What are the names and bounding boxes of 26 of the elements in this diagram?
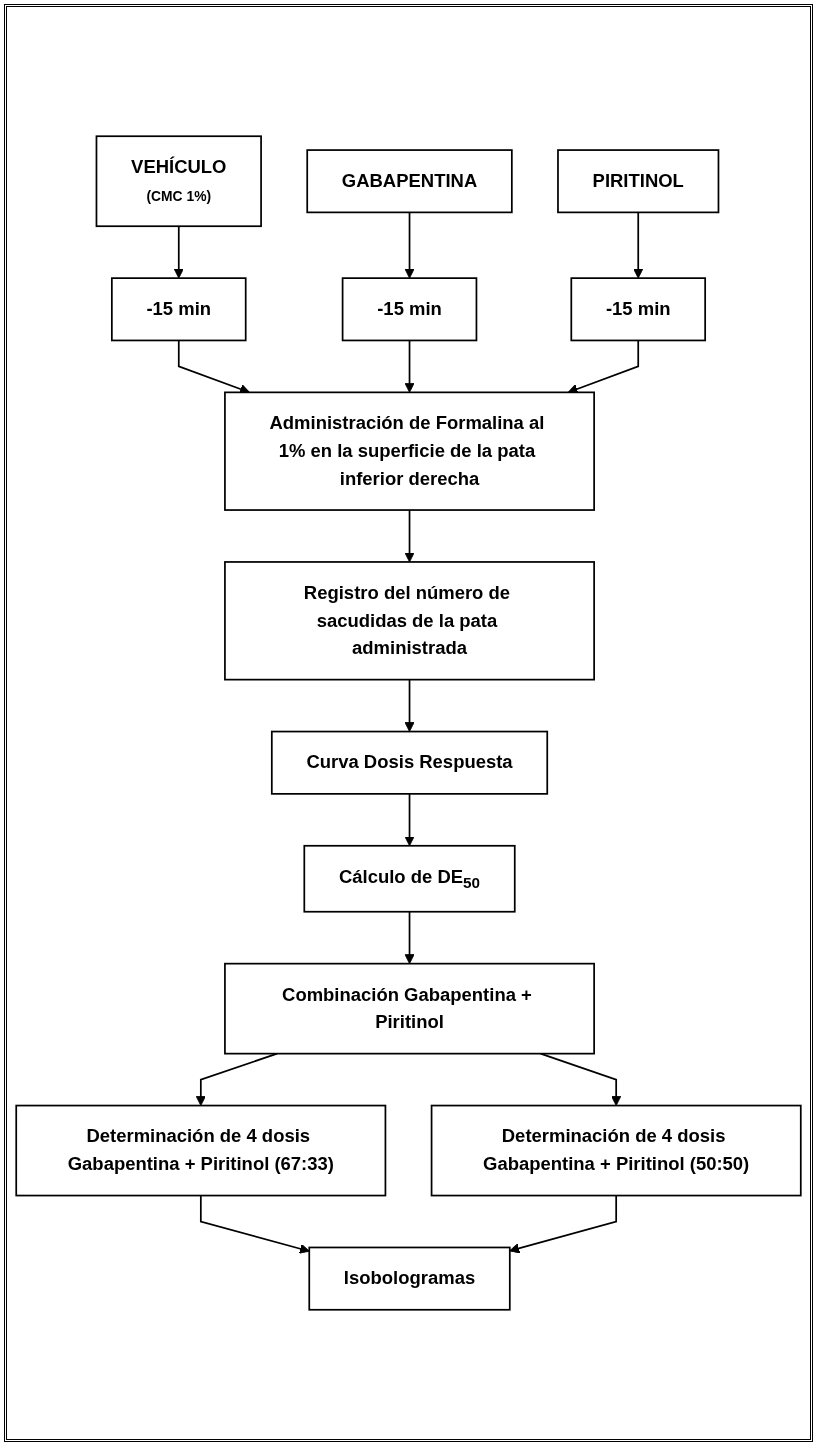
node-box: Curva Dosis Respuesta <box>270 730 549 795</box>
node-box: -15 min <box>341 277 478 342</box>
node-box: VEHÍCULO (CMC 1%) <box>95 135 262 228</box>
node-box: Isobologramas <box>308 1246 511 1311</box>
node-box: Determinación de 4 dosis Gabapentina + Piritinol (50:50) <box>430 1104 802 1197</box>
arrow <box>404 339 415 393</box>
arrow <box>404 910 415 965</box>
node-box: GABAPENTINA <box>306 149 513 214</box>
arrow <box>404 211 415 279</box>
arrow <box>567 339 640 394</box>
arrow <box>177 339 250 394</box>
node-box: PIRITINOL <box>557 149 720 214</box>
node-box: Registro del número de sacudidas de la pata administrada <box>224 561 595 681</box>
node-box: Combinación Gabapentina + Piritinol <box>224 962 595 1055</box>
node-box: Determinación de 4 dosis Gabapentina + Piritinol (67:33) <box>15 1104 387 1197</box>
node-box: Administración de Formalina al 1% en la superficie de la pata inferior derecha <box>224 391 595 511</box>
arrow <box>633 211 644 279</box>
arrow <box>509 1194 618 1254</box>
arrow <box>404 793 415 847</box>
node-box: -15 min <box>111 277 247 342</box>
arrow <box>404 509 415 563</box>
node-box: -15 min <box>570 277 706 342</box>
arrow <box>199 1194 310 1254</box>
arrow <box>173 225 184 279</box>
arrow <box>404 678 415 732</box>
node-box: Cálculo de DE$_{50}$ <box>303 844 516 913</box>
